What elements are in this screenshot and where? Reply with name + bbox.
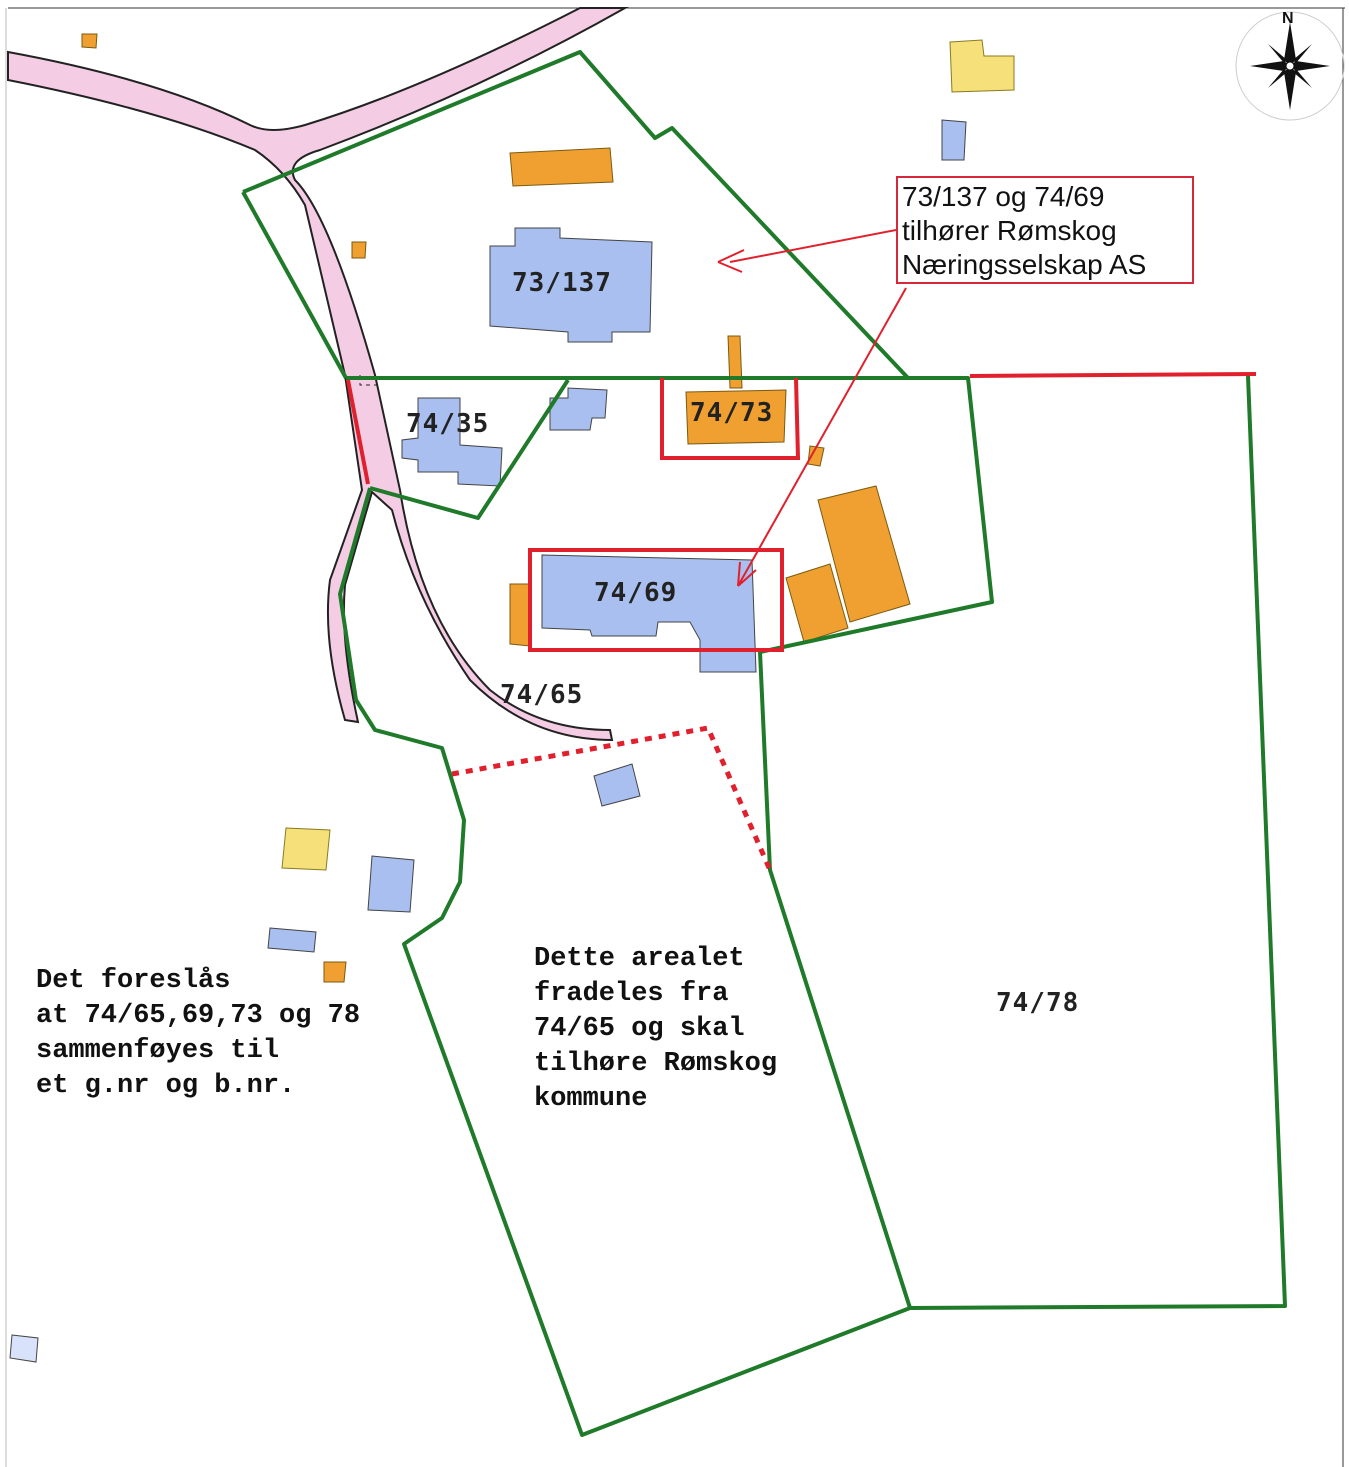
boundary-73-137-west — [241, 191, 348, 379]
parcel-label-73-137: 73/137 — [512, 268, 612, 298]
buildings-yellow — [281, 39, 1015, 871]
arrow-head-icon — [737, 561, 757, 587]
building-southwest-2 — [267, 927, 317, 953]
boundary-center-east — [758, 651, 912, 1309]
building-74-35-small — [549, 387, 608, 431]
callout-line-2: tilhører Rømskog — [902, 215, 1117, 246]
building-east-large — [817, 485, 911, 623]
callout-arrow-73-137 — [729, 229, 897, 263]
building-tiny-nw — [81, 33, 98, 49]
highlight-north-boundary — [969, 372, 1257, 378]
building-yellow-sw — [281, 827, 331, 871]
boundary-74-35 — [369, 378, 570, 520]
highlight-road-segment — [346, 379, 370, 485]
building-center-small — [593, 763, 641, 807]
subdivision-note: Dette arealet fradeles fra 74/65 og skal… — [534, 944, 778, 1114]
building-east-medium — [785, 563, 849, 643]
highlight-74-69 — [528, 548, 784, 652]
building-northeast — [941, 119, 967, 161]
building-north-orange — [509, 147, 614, 187]
buildings-blue — [9, 119, 967, 1363]
building-narrow — [727, 335, 743, 389]
building-73-137 — [489, 227, 653, 343]
parcel-label-74-78: 74/78 — [996, 988, 1080, 1018]
building-74-69 — [541, 554, 757, 673]
building-southwest-1 — [367, 855, 415, 913]
compass-north-label: N — [1282, 10, 1294, 27]
proposed-division-line — [451, 725, 773, 872]
building-74-35 — [401, 397, 503, 487]
parcel-label-74-73: 74/73 — [690, 398, 774, 428]
boundary-74-65-north-east — [346, 376, 994, 654]
building-tiny-east — [807, 445, 825, 467]
callout-line-3: Næringsselskap AS — [902, 249, 1147, 280]
building-yellow-ne — [949, 39, 1015, 93]
building-tiny-sw — [323, 961, 347, 983]
parcel-label-74-65: 74/65 — [500, 680, 584, 710]
callout-line-1: 73/137 og 74/69 — [902, 181, 1105, 212]
boundary-73-137-north — [242, 50, 910, 380]
highlight-lines — [346, 229, 1257, 872]
parcel-boundaries — [241, 50, 1287, 1437]
north-arrow-icon — [1235, 11, 1345, 121]
ownership-callout: 73/137 og 74/69 tilhører Rømskog Nærings… — [896, 176, 1194, 284]
arrow-head-icon — [717, 249, 745, 273]
boundary-74-65-west-south — [338, 487, 911, 1437]
highlight-74-73 — [660, 377, 801, 460]
boundary-74-78 — [909, 375, 1287, 1310]
buildings-orange — [81, 33, 911, 983]
building-west-of-74-69 — [509, 583, 531, 647]
merge-proposal-note: Det foreslås at 74/65,69,73 og 78 sammen… — [36, 966, 361, 1101]
building-tiny-road — [351, 241, 367, 259]
callout-arrow-74-69 — [737, 287, 907, 587]
road-network — [7, 7, 629, 742]
parcel-label-74-69: 74/69 — [594, 578, 678, 608]
building-74-73 — [685, 389, 787, 445]
parcel-label-74-35: 74/35 — [406, 409, 490, 439]
building-far-southwest — [9, 1334, 39, 1363]
